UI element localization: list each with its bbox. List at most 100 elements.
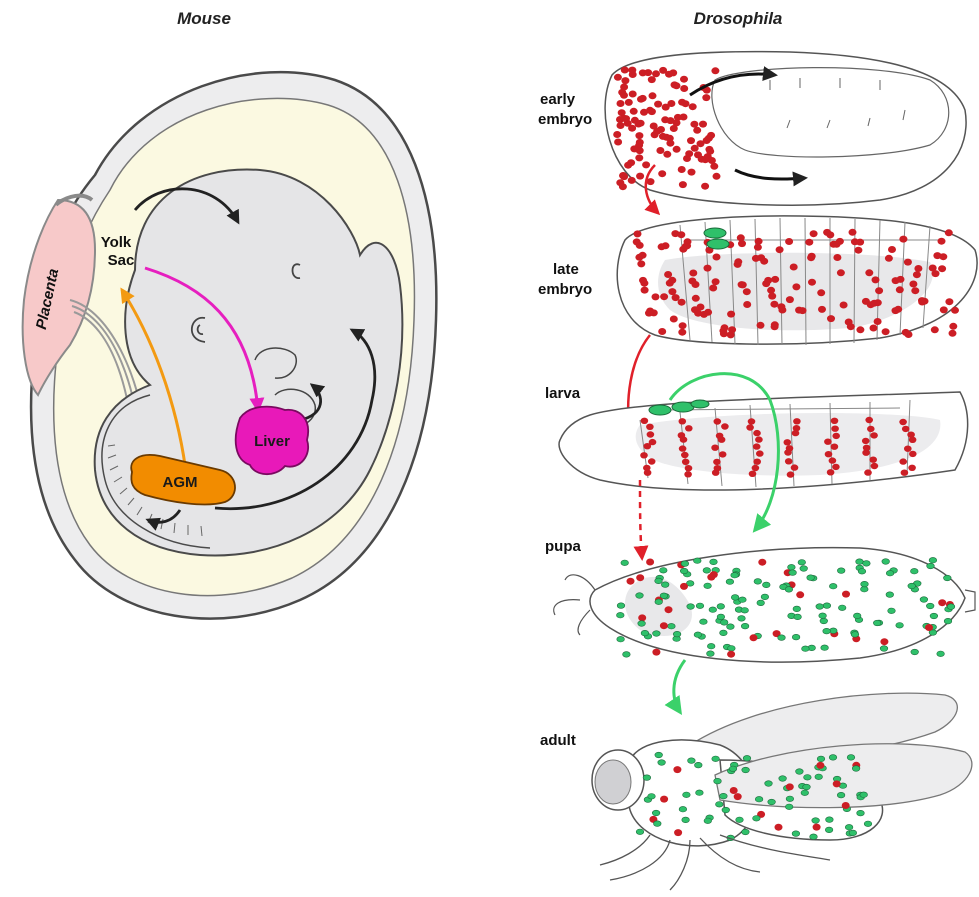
hemocyte-dot — [719, 451, 727, 457]
hemocyte-dot — [909, 281, 917, 288]
stage-label-larva: larva — [545, 385, 581, 402]
crystal-cell-dot — [743, 755, 751, 761]
hemocyte-dot — [637, 260, 645, 267]
hemocyte-dot — [641, 287, 649, 294]
crystal-cell-dot — [896, 623, 904, 629]
crystal-cell-dot — [683, 792, 691, 798]
hemocyte-dot — [882, 328, 890, 335]
hemocyte-dot — [646, 308, 654, 315]
hemocyte-dot — [670, 316, 678, 323]
drosophila-title: Drosophila — [694, 9, 783, 28]
hemocyte-dot — [635, 121, 643, 128]
hemocyte-dot — [786, 783, 794, 790]
stage-label-late-1: late — [553, 261, 579, 278]
hemocyte-dot — [833, 241, 841, 248]
crystal-cell-dot — [792, 831, 800, 837]
crystal-cell-dot — [911, 568, 919, 574]
hemocyte-dot — [689, 270, 697, 277]
hemocyte-dot — [951, 307, 959, 314]
hemocyte-dot — [614, 74, 622, 81]
crystal-cell-dot — [652, 810, 660, 816]
hemocyte-dot — [633, 238, 641, 245]
yolk-sac-label-line1: Yolk — [101, 234, 132, 251]
crystal-cell-dot — [785, 587, 793, 593]
hemocyte-dot — [865, 269, 873, 276]
arrow-larva-to-pupa — [640, 480, 642, 558]
crystal-cell-dot — [654, 821, 662, 827]
crystal-cell-dot — [930, 613, 938, 619]
hemocyte-dot — [660, 796, 668, 803]
hemocyte-dot — [771, 323, 779, 330]
crystal-cell-dot — [861, 586, 869, 592]
hemocyte-dot — [870, 300, 878, 307]
hemocyte-dot — [668, 288, 676, 295]
hemocyte-dot — [862, 450, 870, 456]
crystal-cell-dot — [800, 566, 808, 572]
crystal-cell-dot — [653, 631, 661, 637]
crystal-cell-dot — [643, 775, 651, 781]
crystal-cell-dot — [852, 766, 860, 772]
hemocyte-dot — [824, 439, 832, 445]
crystal-cell-dot — [837, 568, 845, 574]
hemocyte-dot — [885, 255, 893, 262]
pupa — [554, 548, 975, 662]
crystal-cell-dot — [789, 570, 797, 576]
hemocyte-dot — [727, 651, 735, 658]
hemocyte-dot — [902, 329, 910, 336]
hemocyte-dot — [790, 264, 798, 271]
hemocyte-dot — [864, 469, 872, 475]
hemocyte-dot — [679, 418, 687, 424]
crystal-cell-dot — [810, 834, 818, 840]
hemocyte-dot — [713, 459, 721, 465]
crystal-cell-dot — [768, 799, 776, 805]
hemocyte-dot — [899, 458, 907, 464]
hemocyte-dot — [678, 166, 686, 173]
crystal-cell-dot — [655, 599, 663, 605]
hemocyte-dot — [690, 121, 698, 128]
hemocyte-dot — [856, 326, 864, 333]
hemocyte-dot — [730, 787, 738, 794]
hemocyte-dot — [646, 559, 654, 566]
hemocyte-dot — [662, 242, 670, 249]
crystal-cell-dot — [826, 817, 834, 823]
hemocyte-dot — [673, 766, 681, 773]
hemocyte-dot — [646, 424, 654, 430]
hemocyte-dot — [771, 276, 779, 283]
crystal-cell-dot — [720, 793, 728, 799]
crystal-cell-dot — [660, 593, 668, 599]
crystal-cell-dot — [927, 563, 935, 569]
hemocyte-dot — [862, 438, 870, 444]
crystal-cell-dot — [681, 561, 689, 567]
hemocyte-dot — [918, 299, 926, 306]
crystal-cell-dot — [802, 646, 810, 652]
hemocyte-dot — [825, 451, 833, 457]
hemocyte-dot — [764, 277, 772, 284]
crystal-cell-dot — [617, 636, 625, 642]
hemocyte-dot — [649, 92, 657, 99]
hemocyte-dot — [752, 255, 760, 262]
crystal-cell-dot — [687, 604, 695, 610]
crystal-cell-dot — [658, 760, 666, 766]
crystal-cell-dot — [796, 769, 804, 775]
hemocyte-dot — [642, 161, 650, 168]
crystal-cell-dot — [820, 618, 828, 624]
hemocyte-dot — [634, 230, 642, 237]
hemocyte-dot — [810, 230, 818, 237]
crystal-cell-dot — [696, 603, 704, 609]
crystal-cell-dot — [655, 752, 663, 758]
hemocyte-dot — [939, 253, 947, 260]
hemocyte-dot — [746, 424, 754, 430]
crystal-cell-dot — [709, 607, 717, 613]
hemocyte-dot — [787, 471, 795, 477]
hemocyte-dot — [925, 624, 933, 631]
hemocyte-dot — [753, 459, 761, 465]
crystal-cell-dot — [731, 572, 739, 578]
hemocyte-dot — [784, 439, 792, 445]
hemocyte-dot — [931, 326, 939, 333]
hemocyte-dot — [636, 574, 644, 581]
hemocyte-dot — [817, 289, 825, 296]
hemocyte-dot — [832, 433, 840, 439]
hemocyte-dot — [901, 470, 909, 476]
crystal-cell-dot — [710, 559, 718, 565]
hemocyte-dot — [647, 431, 655, 437]
